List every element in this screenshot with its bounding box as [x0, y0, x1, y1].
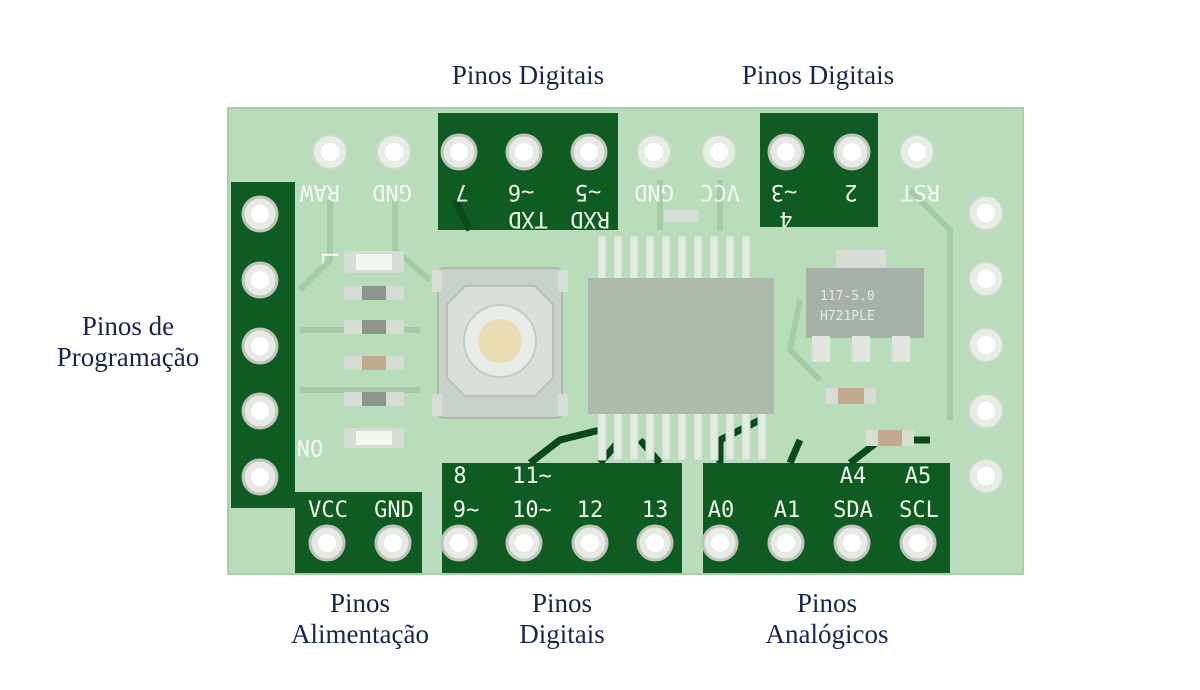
pin-pad: [440, 133, 478, 171]
silk-l: L: [316, 251, 341, 264]
label-power-line1: Pinos: [329, 588, 391, 618]
left-pin-column: [241, 195, 279, 496]
silk-a4: A4: [840, 464, 867, 489]
silk-a5: A5: [905, 464, 932, 489]
silk-vcc-bottom: VCC: [308, 498, 348, 523]
pin-pad: [833, 524, 871, 562]
silkscreen-left: L ON: [297, 251, 341, 459]
bottom-pin-row: [308, 524, 937, 562]
regulator-text-2: H721PLE: [820, 309, 875, 324]
pin-pad: [241, 195, 279, 233]
silk-a0: A0: [708, 498, 735, 523]
silk-pin-6: ~6: [508, 179, 535, 204]
label-programming-line2: Programação: [56, 342, 200, 372]
pin-pad: [241, 261, 279, 299]
silk-pin-7: 7: [455, 179, 468, 204]
pin-pad: [701, 524, 739, 562]
label-analog-line1: Pinos: [796, 588, 858, 618]
silkscreen-top: RAW GND 7 ~6 ~5 GND VCC ~3 2 RST RXD TXD…: [299, 179, 939, 231]
silk-pin-9: 9~: [453, 498, 480, 523]
label-power-line2: Alimentação: [291, 619, 429, 649]
silk-gnd-top-2: GND: [634, 179, 674, 204]
pin-pad: [833, 133, 871, 171]
pin-pad: [376, 134, 412, 170]
label-bottom-digital-line1: Pinos: [531, 588, 593, 618]
silk-gnd-top: GND: [372, 179, 412, 204]
silk-pin-11: 11~: [512, 464, 552, 489]
pin-pad: [570, 133, 608, 171]
label-programming-line1: Pinos de: [81, 311, 175, 341]
silk-pin-13: 13: [642, 498, 669, 523]
pin-pad: [968, 195, 1004, 231]
pin-pad: [308, 524, 346, 562]
microcontroller-chip: [588, 235, 774, 461]
smd-components: [344, 210, 914, 448]
regulator-text-1: 117-5.0: [820, 289, 875, 304]
silk-pin-10: 10~: [512, 498, 552, 523]
silk-vcc-top: VCC: [700, 179, 740, 204]
silk-pin-12: 12: [577, 498, 604, 523]
pin-pad: [505, 133, 543, 171]
label-analog-line2: Analógicos: [765, 619, 889, 649]
reset-button: [432, 267, 568, 419]
silk-rxd: RXD: [570, 206, 610, 231]
pin-pad: [505, 524, 543, 562]
pin-pad: [241, 327, 279, 365]
label-top-left-digital: Pinos Digitais: [451, 60, 605, 90]
pin-pad: [968, 393, 1004, 429]
pin-pad: [374, 524, 412, 562]
silk-pin-3: ~3: [771, 179, 798, 204]
silkscreen-bottom: VCC GND 8 11~ 9~ 10~ 12 13 A4 A5 A0 A1 S…: [308, 464, 939, 523]
pin-pad: [241, 458, 279, 496]
label-bottom-digital: Pinos Digitais: [462, 588, 662, 650]
label-power: Pinos Alimentação: [260, 588, 460, 650]
top-pin-row: [312, 133, 935, 171]
silk-gnd-bottom: GND: [374, 498, 414, 523]
right-pin-column: [968, 195, 1004, 494]
pin-pad: [636, 134, 672, 170]
pin-pad: [571, 524, 609, 562]
silk-pin-4: 4: [779, 206, 792, 231]
label-bottom-digital-line2: Digitais: [519, 619, 605, 649]
silk-pin-8: 8: [453, 464, 466, 489]
pin-pad: [968, 327, 1004, 363]
silk-sda: SDA: [833, 498, 873, 523]
pin-pad: [767, 133, 805, 171]
silk-pin-5: ~5: [575, 179, 602, 204]
pin-pad: [899, 524, 937, 562]
label-top-right-digital: Pinos Digitais: [741, 60, 895, 90]
silk-raw: RAW: [299, 179, 339, 204]
silk-scl: SCL: [899, 498, 939, 523]
label-analog: Pinos Analógicos: [727, 588, 927, 650]
pin-pad: [968, 458, 1004, 494]
label-programming: Pinos de Programação: [30, 311, 226, 373]
pin-pad: [767, 524, 805, 562]
pin-pad: [241, 392, 279, 430]
pin-pad: [968, 261, 1004, 297]
voltage-regulator: 117-5.0 H721PLE: [806, 250, 924, 362]
pin-pad: [312, 134, 348, 170]
pin-pad: [701, 134, 737, 170]
silk-on: ON: [297, 434, 324, 459]
faded-traces: [297, 180, 953, 420]
pin-pad: [636, 524, 674, 562]
silk-pin-2: 2: [844, 179, 857, 204]
pin-pad: [440, 524, 478, 562]
silk-txd: TXD: [508, 206, 548, 231]
silk-a1: A1: [774, 498, 801, 523]
silk-rst: RST: [900, 179, 940, 204]
pin-pad: [899, 134, 935, 170]
